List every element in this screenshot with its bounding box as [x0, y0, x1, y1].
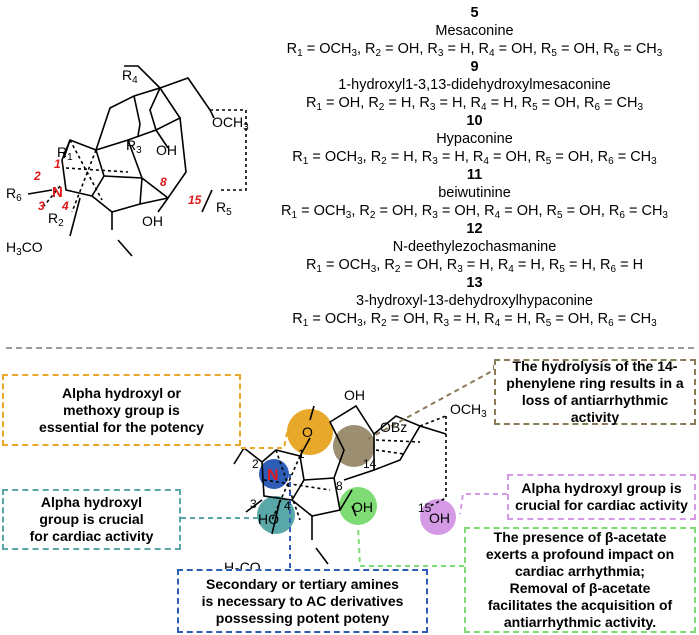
compound-10-substituents: R1 = OCH3, R2 = H, R3 = H, R4 = OH, R5 =… [292, 149, 657, 167]
sar-n-label: N [267, 467, 279, 484]
compound-13-number: 13 [466, 275, 483, 291]
compound-5-name: Mesaconine [435, 23, 514, 39]
connector-green [357, 525, 464, 567]
compound-5-number: 5 [470, 5, 479, 21]
r1-label: R1 [57, 144, 73, 163]
compound-12-substituents: R1 = OCH3, R2 = OH, R3 = H, R4 = H, R5 =… [305, 257, 644, 275]
r4-label: R4 [122, 67, 138, 86]
top-structure: R1 R2 R3 R4 R5 R6 N OH OH OCH3 H3CO 1 2 … [6, 65, 249, 258]
sar-pos-14: 14 [363, 457, 377, 471]
annotation-box-brown: The hydrolysis of the 14-phenylene ring … [494, 358, 696, 425]
r2-label: R2 [48, 210, 64, 229]
sar-oh-c15-label: OH [429, 510, 450, 526]
pos-3-label: 3 [38, 199, 45, 213]
sar-pos-15: 15 [418, 501, 432, 515]
sar-oh-c8-label: OH [352, 499, 373, 515]
sar-obz-label: OBz [380, 419, 407, 435]
sar-och3-label: OCH3 [450, 401, 487, 420]
highlight-circle-brown [333, 425, 375, 467]
top-skeleton-bonds [27, 65, 247, 257]
compound-9-substituents: R1 = OH, R2 = H, R3 = H, R4 = H, R5 = OH… [305, 95, 644, 113]
sar-pos-4: 4 [284, 499, 291, 513]
compound-10-name: Hypaconine [436, 131, 513, 147]
n-atom-label: N [52, 184, 63, 201]
sar-pos-1: 1 [298, 447, 305, 461]
compound-11-substituents: R1 = OCH3, R2 = OH, R3 = OH, R4 = OH, R5… [281, 203, 668, 221]
compound-11-number: 11 [466, 167, 483, 183]
compound-11-name: beiwutinine [438, 185, 511, 201]
compound-13-name: 3-hydroxyl-13-dehydroxylhypaconine [356, 293, 593, 309]
pos-8-label: 8 [160, 175, 167, 189]
compound-12-name: N-deethylezochasmanine [392, 239, 557, 255]
compound-9-name: 1-hydroxyl1-3,13-didehydroxylmesaconine [338, 77, 611, 93]
compound-12-number: 12 [466, 221, 483, 237]
sar-o-label: O [302, 424, 313, 440]
sar-pos-3: 3 [250, 497, 257, 511]
oh-label-top: OH [156, 142, 177, 158]
h3co-label: H3CO [6, 239, 43, 258]
sar-pos-8: 8 [336, 479, 343, 493]
connector-purple [459, 493, 507, 515]
highlight-circle-blue [259, 459, 289, 489]
compound-9-number: 9 [470, 59, 479, 75]
sar-structure: O N OH OBz OCH3 OH HO OH H3CO 1 2 3 4 8 … [181, 365, 507, 586]
sar-skeleton-bonds [233, 404, 447, 565]
pos-1-label: 1 [54, 157, 61, 171]
sar-pos-2: 2 [252, 457, 259, 471]
sar-ho-label: HO [258, 511, 279, 527]
highlight-circle-purple [420, 499, 456, 535]
compound-13-substituents: R1 = OCH3, R2 = OH, R3 = H, R4 = H, R5 =… [292, 311, 657, 329]
section-divider [6, 347, 694, 349]
highlight-circle-orange [287, 409, 333, 455]
connector-orange [241, 427, 289, 449]
och3-label: OCH3 [212, 114, 249, 133]
compound-10-number: 10 [466, 113, 483, 129]
pos-2-label: 2 [33, 169, 41, 183]
r3-label: R3 [126, 137, 142, 156]
r5-label: R5 [216, 199, 232, 218]
r6-label: R6 [6, 185, 22, 204]
compound-5-substituents: R1 = OCH3, R2 = OH, R3 = H, R4 = OH, R5 … [286, 41, 663, 59]
pos-15-label: 15 [188, 193, 202, 207]
sar-oh-top-label: OH [344, 387, 365, 403]
pos-4-label: 4 [61, 199, 69, 213]
oh-label-c8: OH [142, 213, 163, 229]
